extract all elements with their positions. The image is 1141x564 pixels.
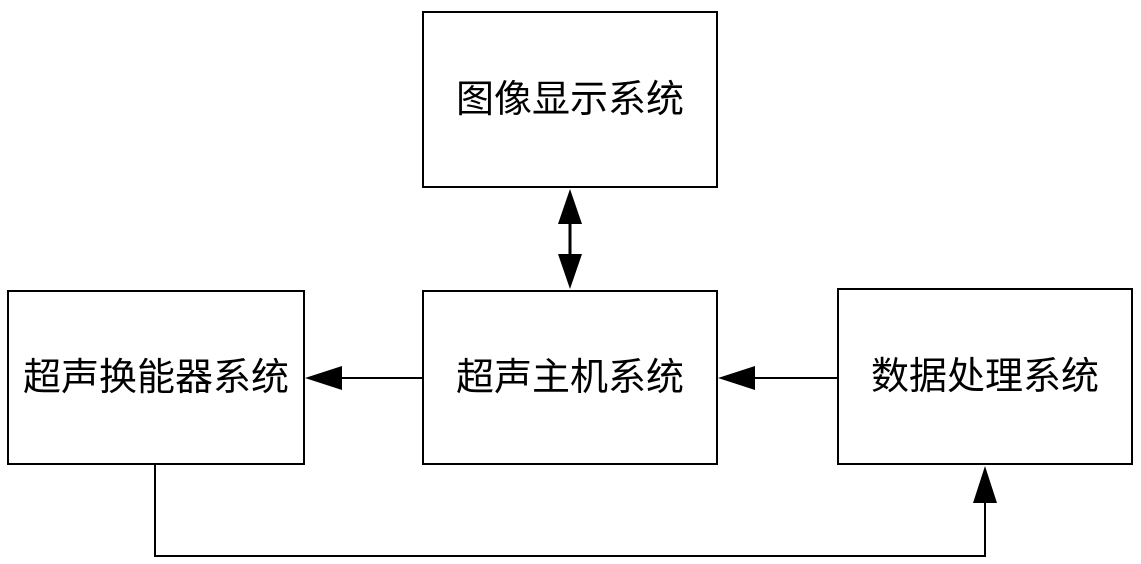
arrow-host-to-transducer [305, 366, 422, 390]
node-ultrasound-host-system: 超声主机系统 [422, 290, 718, 465]
node-data-processing-label: 数据处理系统 [870, 355, 1099, 398]
node-transducer-label: 超声换能器系统 [22, 356, 289, 399]
arrow-transducer-to-processing [154, 465, 997, 557]
arrow-display-host-bidirectional [558, 189, 582, 289]
node-ultrasound-host-label: 超声主机系统 [455, 356, 684, 399]
arrow-processing-to-host [718, 366, 837, 390]
node-image-display-label: 图像显示系统 [455, 78, 684, 121]
node-ultrasound-transducer-system: 超声换能器系统 [7, 290, 305, 465]
node-data-processing-system: 数据处理系统 [837, 288, 1133, 465]
node-image-display-system: 图像显示系统 [422, 11, 718, 188]
